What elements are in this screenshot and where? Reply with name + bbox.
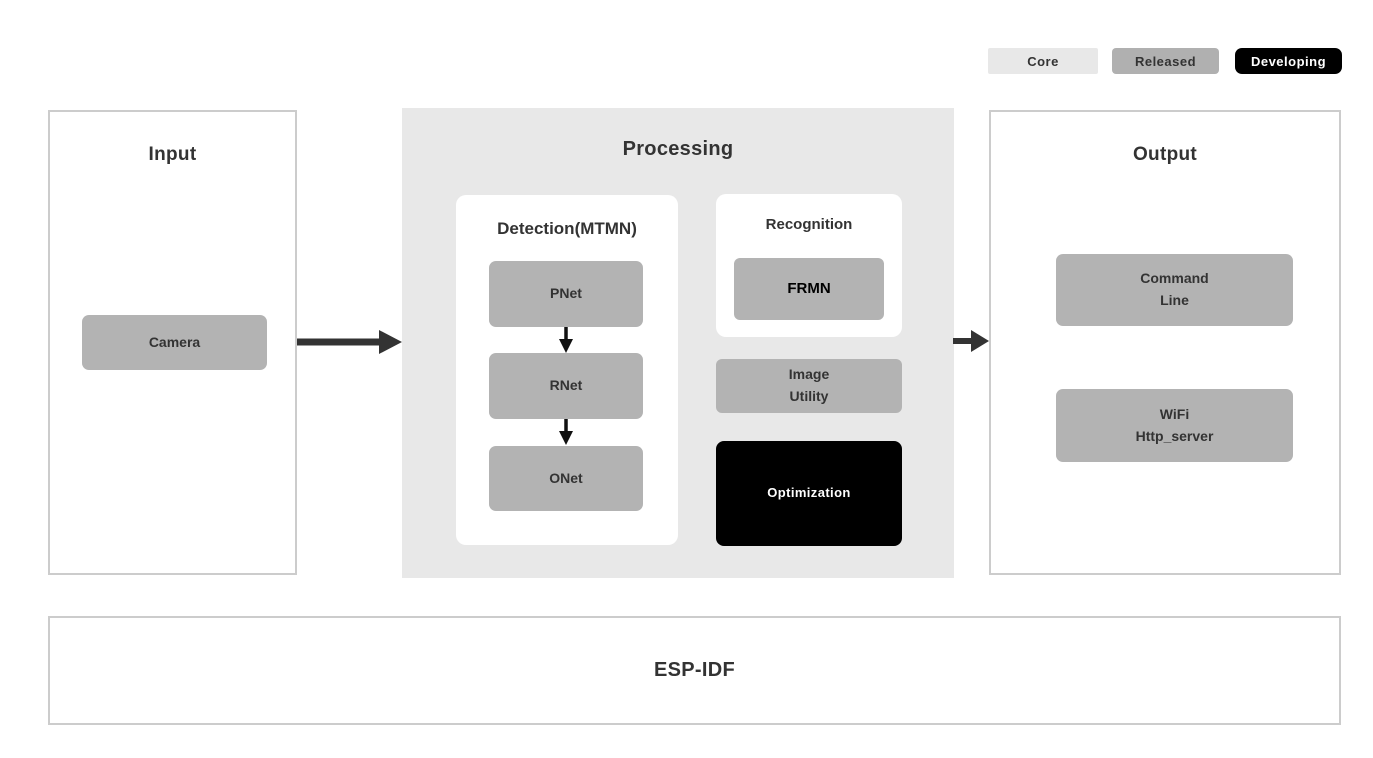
wifi-http-server-block: WiFi Http_server xyxy=(1056,389,1293,462)
input-to-processing-arrow-icon xyxy=(297,330,402,354)
onet-block: ONet xyxy=(489,446,643,511)
esp-idf-title: ESP-IDF xyxy=(654,659,735,681)
esp-idf-panel: ESP-IDF xyxy=(48,616,1341,725)
command-line-label-line1: Command xyxy=(1140,270,1209,287)
recognition-group: Recognition FRMN xyxy=(716,194,902,337)
processing-panel: Processing Detection(MTMN) PNet RNet ONe… xyxy=(402,108,954,578)
optimization-block: Optimization xyxy=(716,441,902,546)
legend-chip-released: Released xyxy=(1112,48,1219,74)
legend-label-core: Core xyxy=(1027,53,1059,69)
processing-to-output-arrow-icon xyxy=(953,330,989,352)
wifi-label-line2: Http_server xyxy=(1135,427,1214,444)
detection-group: Detection(MTMN) PNet RNet ONet xyxy=(456,195,678,545)
legend-label-released: Released xyxy=(1134,53,1197,69)
command-line-block: Command Line xyxy=(1056,254,1293,326)
legend-chip-developing: Developing xyxy=(1235,48,1342,74)
recognition-title: Recognition xyxy=(765,216,853,233)
legend-label-developing: Developing xyxy=(1250,53,1327,69)
camera-block: Camera xyxy=(82,315,267,370)
frmn-block: FRMN xyxy=(734,258,884,320)
pnet-block: PNet xyxy=(489,261,643,327)
pnet-to-rnet-arrow-icon xyxy=(559,327,573,353)
image-utility-label-line2: Utility xyxy=(789,388,829,404)
optimization-label: Optimization xyxy=(767,485,851,501)
output-panel: Output Command Line WiFi Http_server xyxy=(989,110,1341,575)
rnet-to-onet-arrow-icon xyxy=(559,419,573,445)
command-line-label-line2: Line xyxy=(1160,292,1189,308)
camera-label: Camera xyxy=(148,333,201,350)
image-utility-label-line1: Image xyxy=(788,366,830,383)
frmn-label: FRMN xyxy=(787,280,831,298)
rnet-block: RNet xyxy=(489,353,643,419)
onet-label: ONet xyxy=(549,469,583,486)
processing-title: Processing xyxy=(622,138,734,160)
wifi-label-line1: WiFi xyxy=(1159,405,1190,422)
detection-title: Detection(MTMN) xyxy=(497,219,637,238)
output-title: Output xyxy=(1132,144,1198,165)
legend-chip-core: Core xyxy=(988,48,1098,74)
input-title: Input xyxy=(148,144,197,165)
pnet-label: PNet xyxy=(550,285,582,302)
input-panel: Input Camera xyxy=(48,110,297,575)
rnet-label: RNet xyxy=(549,377,583,394)
image-utility-block: Image Utility xyxy=(716,359,902,413)
